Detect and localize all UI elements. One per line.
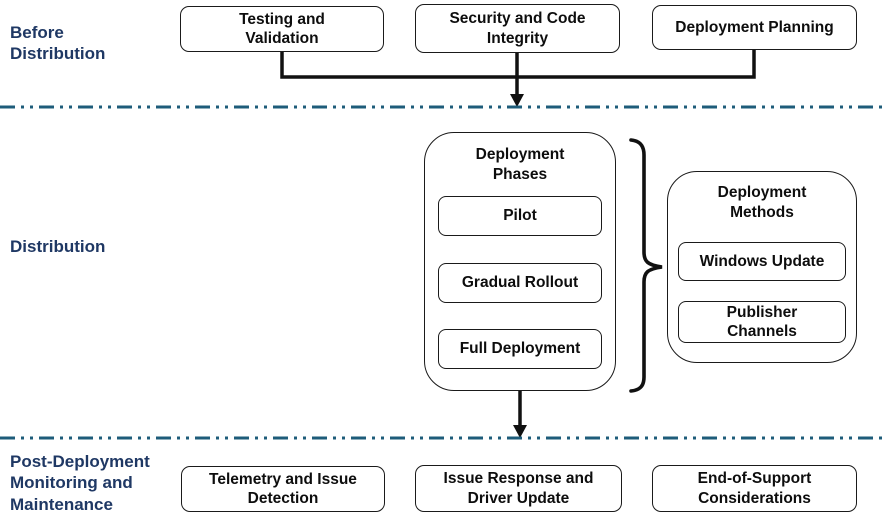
curly-brace-connector-icon: [629, 138, 663, 393]
box-deployment-planning: Deployment Planning: [652, 5, 857, 50]
arrow-phases-to-post-head-icon: [513, 425, 527, 438]
top-merge-connector-line: [280, 50, 756, 79]
box-testing-and-validation: Testing and Validation: [180, 6, 384, 52]
box-full-deployment: Full Deployment: [438, 329, 602, 369]
title-deployment-methods: Deployment Methods: [717, 184, 807, 222]
section-label-before-distribution: Before Distribution: [10, 23, 106, 64]
box-end-of-support-considerations: End-of-Support Considerations: [652, 465, 857, 512]
section-label-distribution: Distribution: [10, 237, 106, 256]
box-issue-response-and-driver-update: Issue Response and Driver Update: [415, 465, 622, 512]
box-gradual-rollout: Gradual Rollout: [438, 263, 602, 303]
box-windows-update: Windows Update: [678, 242, 846, 281]
box-publisher-channels: Publisher Channels: [678, 301, 846, 343]
arrow-top-center-head-icon: [510, 94, 524, 107]
box-pilot: Pilot: [438, 196, 602, 236]
box-security-and-code-integrity: Security and Code Integrity: [415, 4, 620, 53]
section-label-post-deployment: Post-Deployment Monitoring and Maintenan…: [10, 452, 150, 514]
title-deployment-phases: Deployment Phases: [475, 146, 565, 184]
box-telemetry-and-issue-detection: Telemetry and Issue Detection: [181, 466, 385, 512]
